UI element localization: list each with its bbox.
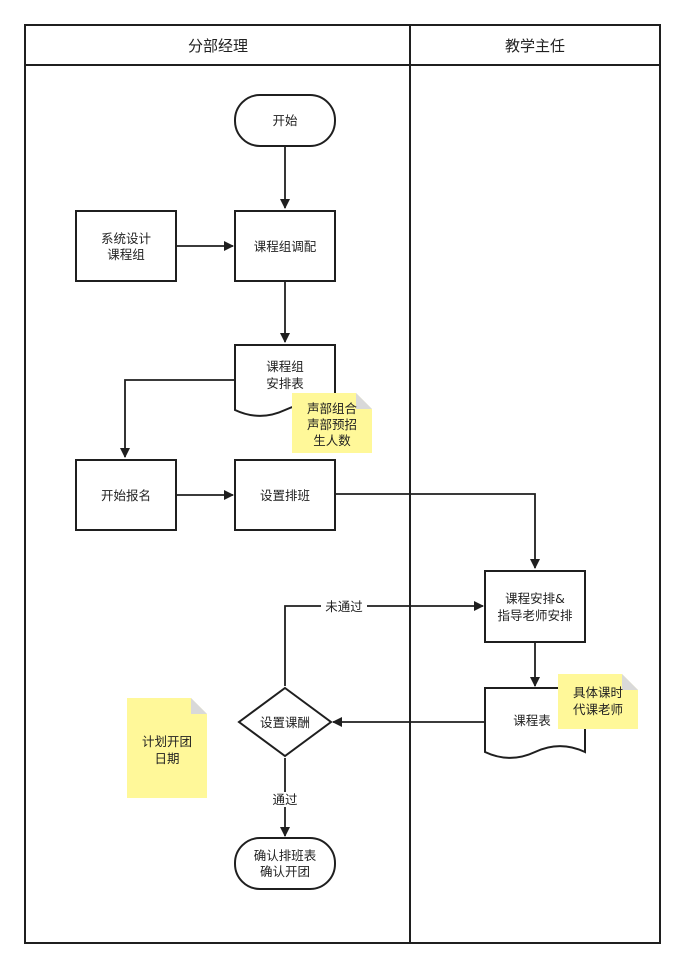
note-voice-group-line2: 声部预招: [307, 417, 357, 432]
node-timetable-label: 课程表: [513, 713, 551, 728]
node-schedule-doc-line1: 课程组: [266, 359, 304, 374]
note-plan-date-line1: 计划开团: [142, 734, 192, 749]
node-set-pay[interactable]: [237, 686, 333, 758]
edge-label-passed: 通过: [272, 792, 298, 807]
node-system-design-line1: 系统设计: [101, 231, 151, 246]
edge-label-bg-passed: [268, 792, 302, 807]
node-set-class[interactable]: [234, 459, 336, 531]
node-course-arrange[interactable]: [484, 570, 586, 643]
note-teacher-detail: [558, 674, 638, 729]
edge-setclass-to-arrange: [335, 493, 540, 569]
note-plan-date: [127, 698, 207, 798]
edge-label-bg-not-passed: [321, 599, 367, 614]
node-course-arrange-line2: 指导老师安排: [497, 608, 573, 623]
note-plan-date-line2: 日期: [154, 751, 179, 766]
node-course-arrange-line1: 课程安排&: [505, 591, 565, 606]
edge-setpay-to-arrange: [284, 601, 484, 686]
lane-frame: [24, 24, 661, 944]
note-teacher-detail-line2: 代课老师: [573, 702, 623, 717]
node-start[interactable]: [234, 94, 336, 147]
node-start-label: 开始: [272, 113, 298, 128]
node-start-signup[interactable]: [75, 459, 177, 531]
node-confirm-line1: 确认排班表: [254, 848, 317, 863]
node-system-design-line2: 课程组: [107, 247, 145, 262]
edge-label-not-passed: 未通过: [325, 599, 363, 614]
node-start-signup-label: 开始报名: [101, 488, 151, 503]
node-group-adjust-label: 课程组调配: [254, 239, 317, 254]
lane-header-teaching-director: 教学主任: [505, 37, 565, 55]
note-voice-group-line1: 声部组合: [307, 401, 358, 416]
note-teacher-detail-line1: 具体课时: [573, 685, 624, 700]
note-voice-group: [292, 393, 372, 453]
node-set-pay-label: 设置课酬: [260, 715, 310, 730]
lane-header-branch-manager: 分部经理: [188, 37, 248, 55]
node-confirm-line2: 确认开团: [260, 864, 310, 879]
node-system-design[interactable]: [75, 210, 177, 282]
node-set-class-label: 设置排班: [260, 488, 310, 503]
node-schedule-doc-line2: 安排表: [266, 376, 304, 391]
node-confirm[interactable]: [234, 837, 336, 890]
edge-schedule-to-signup: [120, 379, 235, 458]
note-voice-group-line3: 生人数: [313, 433, 351, 448]
node-group-adjust[interactable]: [234, 210, 336, 282]
